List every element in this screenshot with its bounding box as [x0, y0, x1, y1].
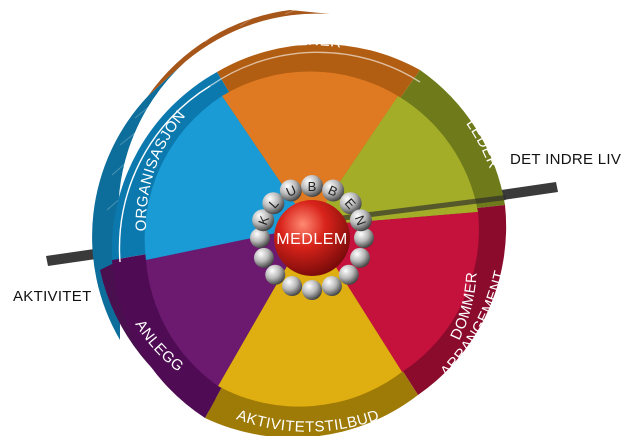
letter-bead — [301, 175, 323, 197]
center-ball — [274, 200, 350, 276]
bead — [321, 276, 342, 297]
bead — [302, 280, 322, 300]
center-label: MEDLEM — [276, 231, 347, 248]
bead — [338, 264, 359, 285]
letter-bead — [252, 209, 275, 232]
letter-bead — [349, 209, 372, 232]
ring-letter: B — [308, 179, 317, 194]
label-trener: TRENER — [275, 32, 343, 52]
wheel-face — [111, 44, 507, 436]
bead — [250, 228, 270, 248]
bead — [282, 276, 303, 297]
letter-bead — [262, 192, 285, 215]
letter-bead — [322, 179, 345, 202]
segment-trener — [222, 71, 398, 226]
bead — [354, 228, 374, 248]
letter-bead — [279, 179, 302, 202]
bead — [350, 247, 371, 268]
letter-bead — [339, 192, 362, 215]
bead — [265, 264, 286, 285]
segment-aktivitetstilbud — [218, 226, 402, 407]
bead — [253, 247, 274, 268]
axis-label-aktivitet: AKTIVITET — [13, 288, 92, 305]
axis-label-det-indre-liv: DET INDRE LIV — [510, 151, 622, 168]
